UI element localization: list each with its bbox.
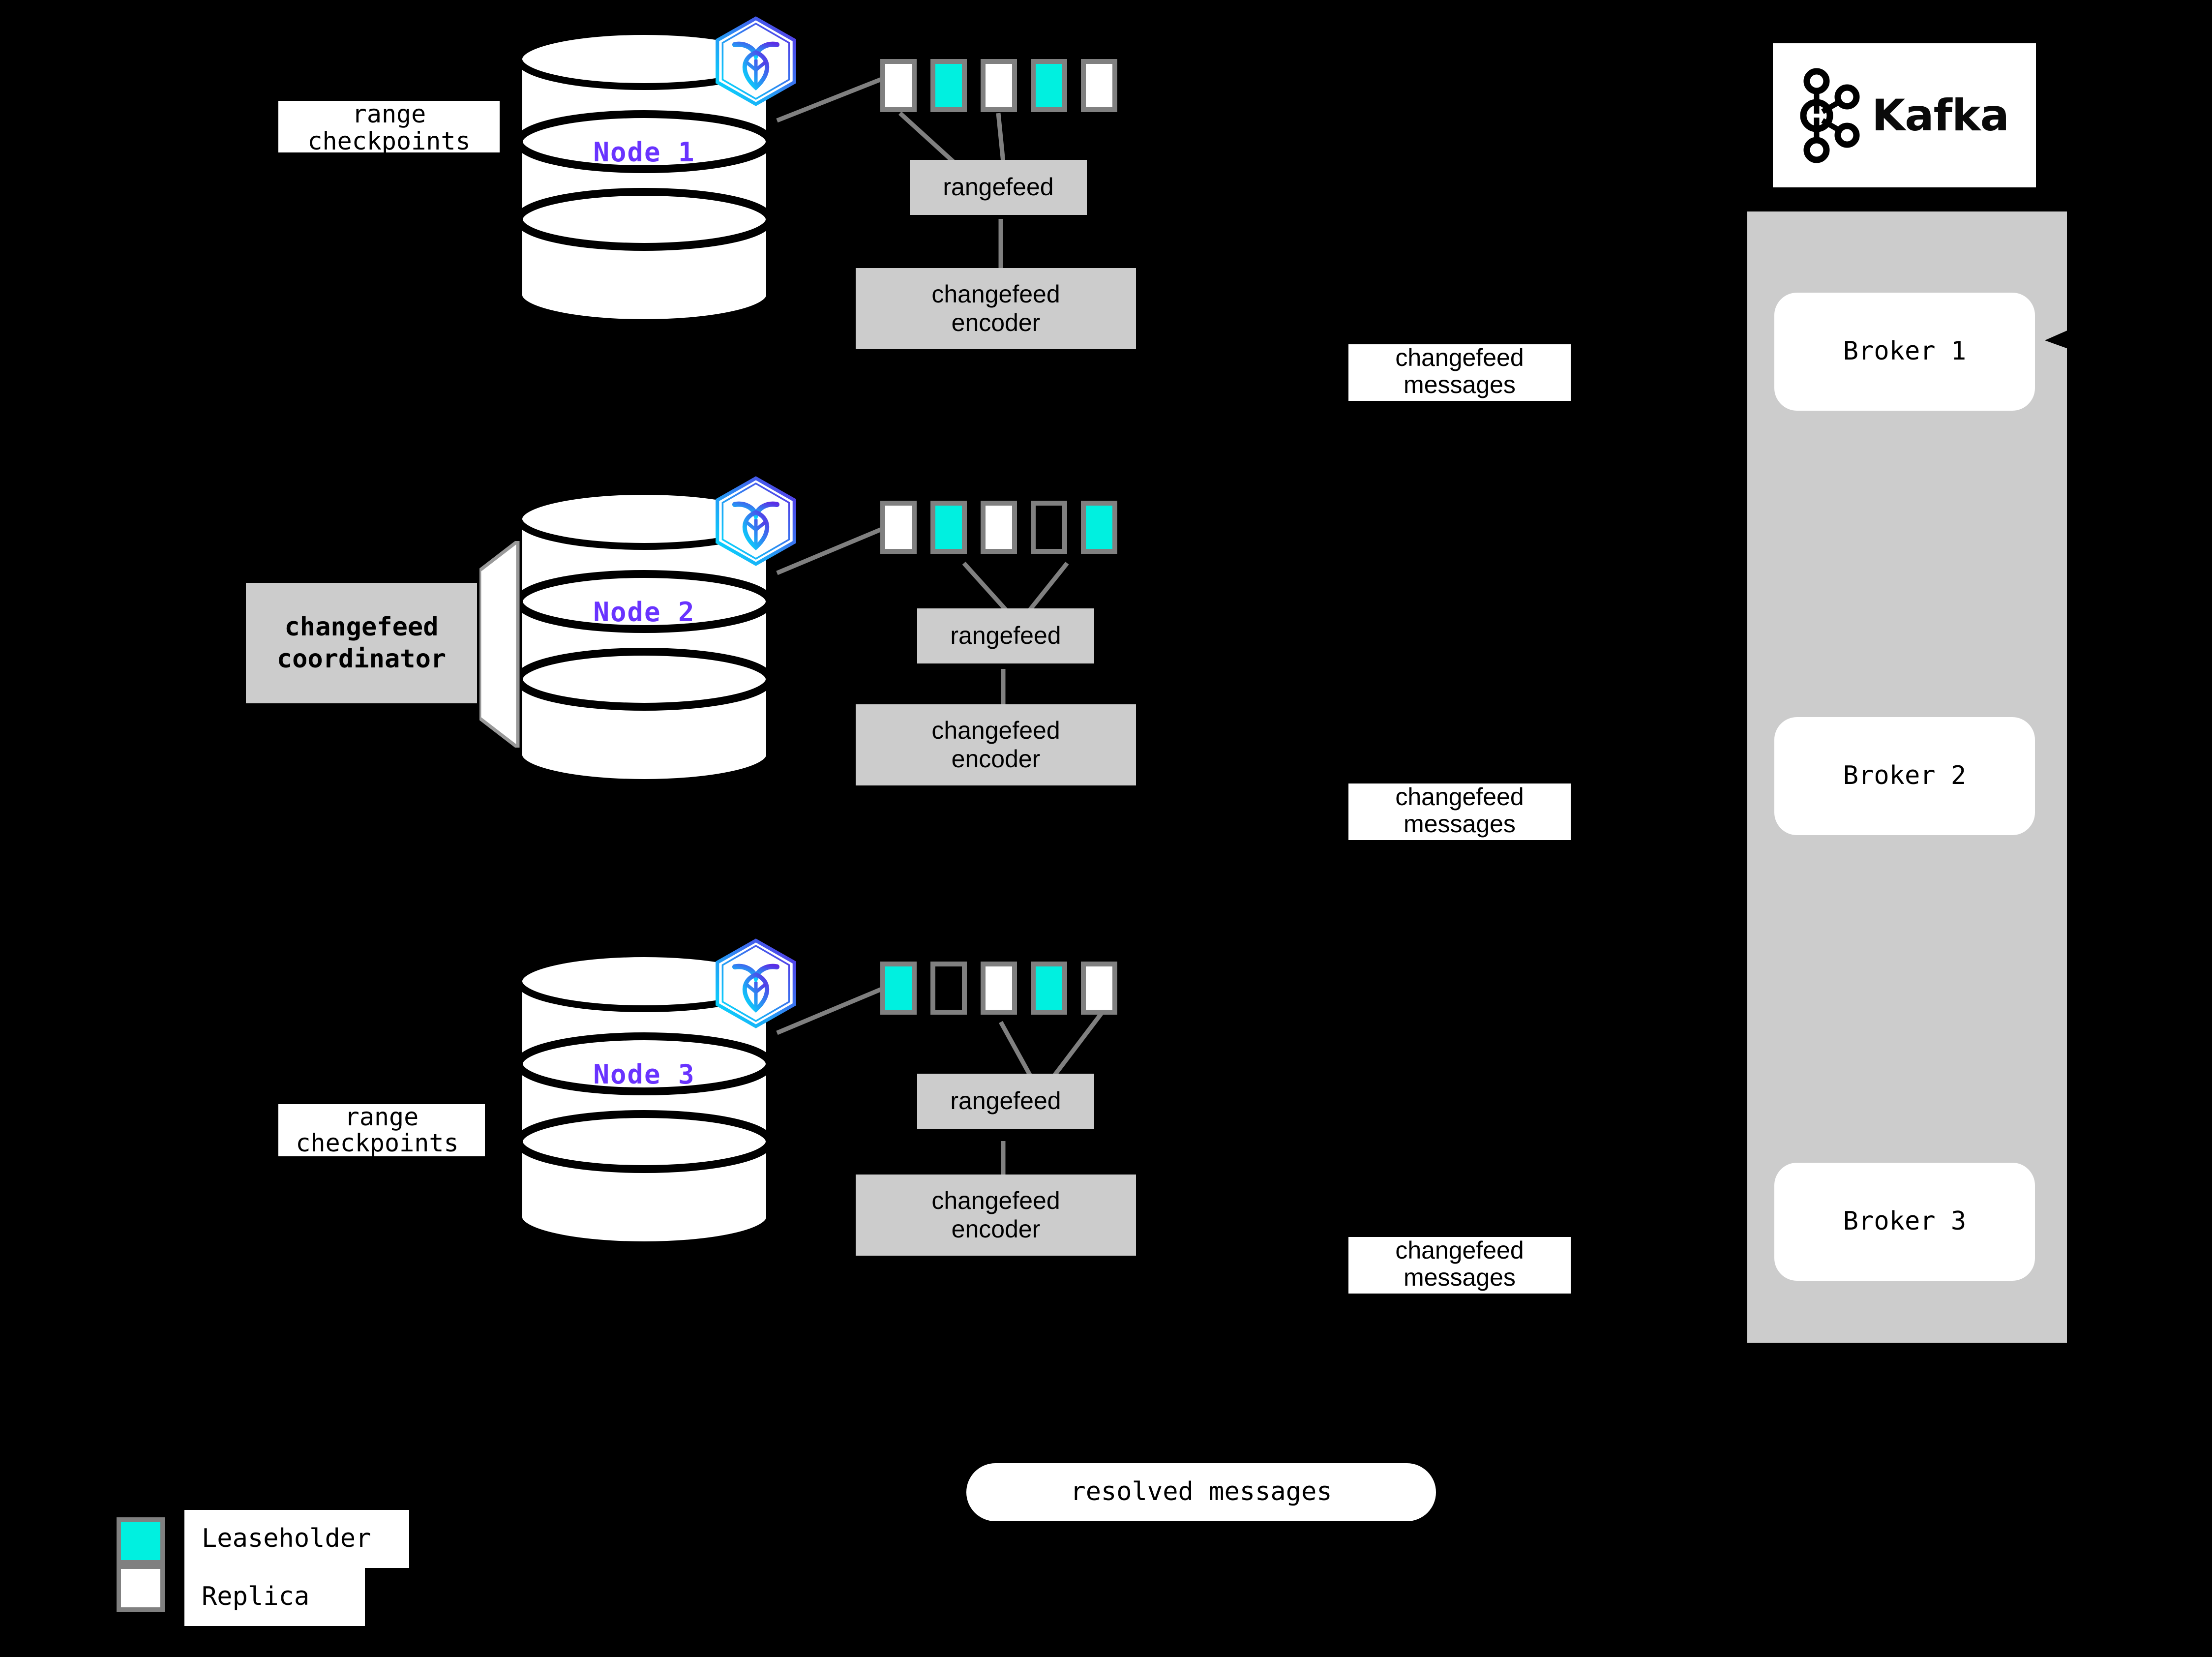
cockroachdb-hexagon-icon (716, 16, 796, 106)
legend-swatch-replica (117, 1565, 165, 1612)
node-3-rangefeed-box[interactable]: rangefeed (917, 1074, 1094, 1129)
rangefeed-label: rangefeed (950, 622, 1061, 650)
changefeed-messages-label-1: changefeed messages (1348, 344, 1571, 401)
node-2-changefeed-encoder-box[interactable]: changefeed encoder (856, 704, 1136, 785)
node-3-range-checkpoints-note: range checkpoints (278, 1104, 485, 1156)
node-3-ranges (880, 962, 1117, 1015)
kafka-logo-box: Kafka (1773, 43, 2036, 187)
note-line-1: range (352, 101, 426, 128)
message-line-1: changefeed (1395, 783, 1524, 811)
broker-label: Broker 3 (1843, 1206, 1967, 1236)
range-box[interactable] (930, 501, 967, 554)
node-3[interactable]: Node 3 (514, 938, 796, 1247)
range-box[interactable] (880, 501, 917, 554)
rangefeed-label: rangefeed (943, 173, 1054, 201)
database-cylinder-icon (515, 952, 774, 1247)
coordinator-label-line-1: changefeed (284, 612, 439, 642)
resolved-messages-pill: resolved messages (966, 1463, 1436, 1521)
broker-label: Broker 2 (1843, 761, 1967, 791)
encoder-label-line-2: encoder (951, 745, 1041, 773)
node-1-changefeed-encoder-box[interactable]: changefeed encoder (856, 268, 1136, 349)
range-box[interactable] (880, 59, 917, 112)
node-3-changefeed-encoder-box[interactable]: changefeed encoder (856, 1175, 1136, 1256)
coordinator-label-line-2: coordinator (276, 644, 447, 674)
node-1-label: Node 1 (593, 137, 695, 168)
note-line-2: checkpoints (307, 127, 471, 153)
message-line-2: messages (1404, 1264, 1516, 1291)
panel-arrow-notch-icon (2045, 330, 2069, 349)
kafka-logo-icon (1800, 68, 1860, 163)
broker-2-box[interactable]: Broker 2 (1774, 717, 2035, 835)
kafka-wordmark: Kafka (1872, 90, 2009, 141)
range-box[interactable] (981, 962, 1017, 1015)
range-box[interactable] (1031, 501, 1067, 554)
encoder-label-line-2: encoder (951, 1215, 1041, 1243)
range-box[interactable] (930, 962, 967, 1015)
rangefeed-label: rangefeed (950, 1087, 1061, 1115)
broker-label: Broker 1 (1843, 336, 1967, 366)
changefeed-coordinator-box[interactable]: changefeed coordinator (246, 583, 477, 703)
range-box[interactable] (1081, 962, 1117, 1015)
cockroachdb-hexagon-icon (716, 938, 796, 1028)
cockroachdb-hexagon-icon (716, 476, 796, 566)
range-box[interactable] (880, 962, 917, 1015)
changefeed-messages-label-3: changefeed messages (1348, 1237, 1571, 1294)
message-line-1: changefeed (1395, 1236, 1524, 1264)
message-line-2: messages (1404, 371, 1516, 398)
range-box[interactable] (930, 59, 967, 112)
node-1[interactable]: Node 1 (514, 16, 796, 325)
range-box[interactable] (1031, 962, 1067, 1015)
encoder-label-line-1: changefeed (931, 280, 1060, 308)
note-line-1: range (344, 1103, 419, 1131)
database-cylinder-icon (515, 30, 774, 325)
encoder-label-line-1: changefeed (931, 717, 1060, 744)
node-2-ranges (880, 501, 1117, 554)
node-2-rangefeed-box[interactable]: rangefeed (917, 608, 1094, 663)
note-line-2: checkpoints (296, 1128, 459, 1157)
range-box[interactable] (981, 501, 1017, 554)
resolved-messages-label: resolved messages (1070, 1477, 1332, 1507)
legend-text: Leaseholder (202, 1524, 371, 1554)
node-2[interactable]: Node 2 (514, 476, 796, 784)
node-2-label: Node 2 (593, 597, 695, 628)
node-1-range-checkpoints-note: range checkpoints (278, 101, 500, 152)
range-box[interactable] (1081, 501, 1117, 554)
node-1-rangefeed-box[interactable]: rangefeed (910, 160, 1087, 215)
legend-label-replica: Replica (184, 1568, 365, 1626)
range-box[interactable] (981, 59, 1017, 112)
legend-label-leaseholder: Leaseholder (184, 1510, 409, 1568)
legend-swatch-leaseholder (117, 1517, 165, 1565)
node-3-label: Node 3 (593, 1059, 695, 1090)
range-box[interactable] (1081, 59, 1117, 112)
encoder-label-line-1: changefeed (931, 1187, 1060, 1214)
node-1-ranges (880, 59, 1117, 112)
changefeed-messages-label-2: changefeed messages (1348, 783, 1571, 840)
legend-text: Replica (202, 1582, 310, 1612)
coordinator-connector (479, 541, 520, 748)
range-box[interactable] (1031, 59, 1067, 112)
encoder-label-line-2: encoder (951, 308, 1041, 336)
message-line-2: messages (1404, 810, 1516, 838)
message-line-1: changefeed (1395, 344, 1524, 371)
broker-1-box[interactable]: Broker 1 (1774, 293, 2035, 411)
broker-3-box[interactable]: Broker 3 (1774, 1163, 2035, 1281)
